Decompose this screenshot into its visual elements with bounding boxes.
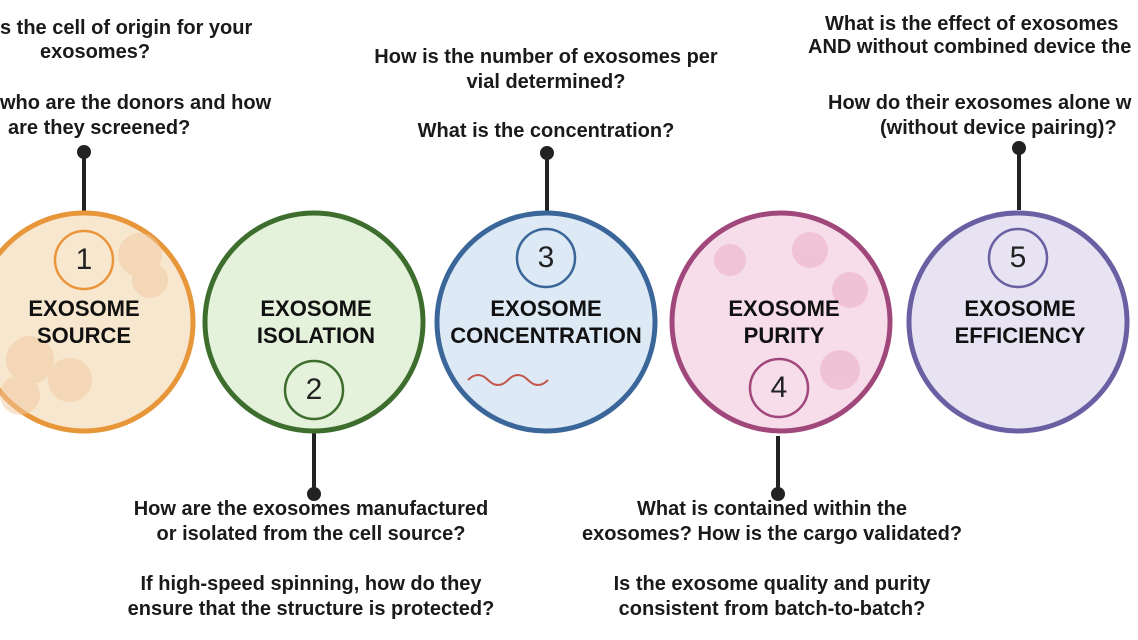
isolation-circle	[202, 210, 426, 434]
connector-dot-4	[771, 487, 785, 501]
question-text: What is contained within the	[637, 498, 907, 520]
step-number-5: 5	[1009, 241, 1027, 274]
question-text: ensure that the structure is protected?	[127, 598, 495, 620]
question-text: What is the effect of exosomes	[825, 13, 1119, 35]
question-text: s the cell of origin for your	[0, 17, 253, 39]
question-text: exosomes?	[40, 41, 151, 63]
step-number-1: 1	[75, 243, 93, 276]
number-circle-2	[283, 359, 345, 421]
question-text: exosomes? How is the cargo validated?	[581, 523, 963, 545]
step-number-4: 4	[770, 371, 788, 404]
connector-dot-3	[540, 146, 554, 160]
number-circle-4	[748, 357, 810, 419]
question-text: who are the donors and how	[0, 92, 272, 114]
concentration-circle	[434, 210, 658, 434]
question-text: What is the concentration?	[417, 120, 675, 142]
number-circle-3	[515, 227, 577, 289]
rna-strand-illustration	[467, 374, 549, 386]
number-circle-1	[53, 229, 115, 291]
question-text: vial determined?	[466, 71, 626, 93]
question-text: AND without combined device the	[808, 36, 1132, 58]
step-number-2: 2	[305, 373, 323, 406]
question-text: (without device pairing)?	[880, 117, 1117, 139]
connector-dot-1	[77, 145, 91, 159]
connector-dot-5	[1012, 141, 1026, 155]
efficiency-circle	[906, 210, 1130, 434]
question-text: How do their exosomes alone w	[828, 92, 1132, 114]
question-text: are they screened?	[8, 117, 191, 139]
question-text: How are the exosomes manufactured	[133, 498, 489, 520]
question-text: or isolated from the cell source?	[156, 523, 466, 545]
connector-dot-2	[307, 487, 321, 501]
cells-illustration-purity	[714, 232, 868, 390]
number-circle-5	[987, 227, 1049, 289]
question-text: Is the exosome quality and purity	[613, 573, 931, 595]
step-number-3: 3	[537, 241, 555, 274]
question-text: consistent from batch-to-batch?	[618, 598, 926, 620]
cells-illustration	[0, 233, 168, 415]
question-text: If high-speed spinning, how do they	[140, 573, 482, 595]
question-text: How is the number of exosomes per	[374, 46, 718, 68]
